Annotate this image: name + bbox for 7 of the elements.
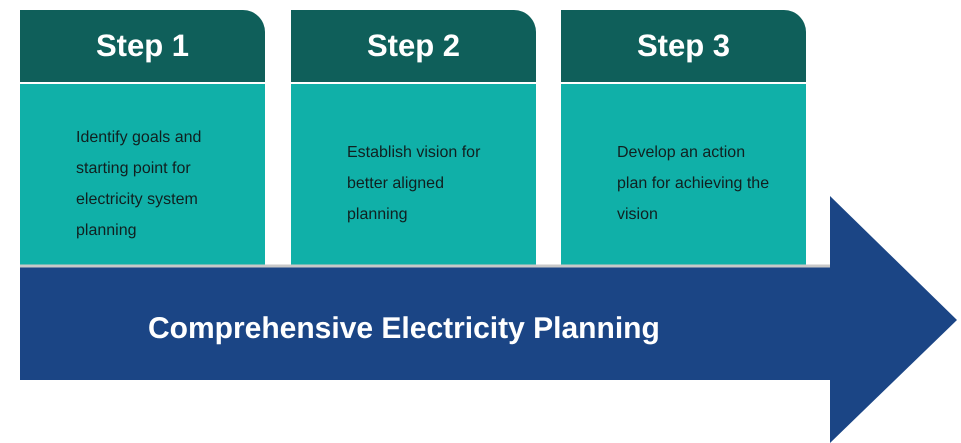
step-description: Identify goals and starting point for electricity system planning [76, 128, 202, 241]
step-description: Develop an action plan for achieving the vision [617, 143, 770, 225]
arrow-label: Comprehensive Electricity Planning [148, 311, 660, 347]
step-header: Step 1 [20, 10, 265, 82]
step-header: Step 3 [561, 10, 806, 82]
step-description: Establish vision for better aligned planning [347, 143, 482, 225]
step-header: Step 2 [291, 10, 536, 82]
